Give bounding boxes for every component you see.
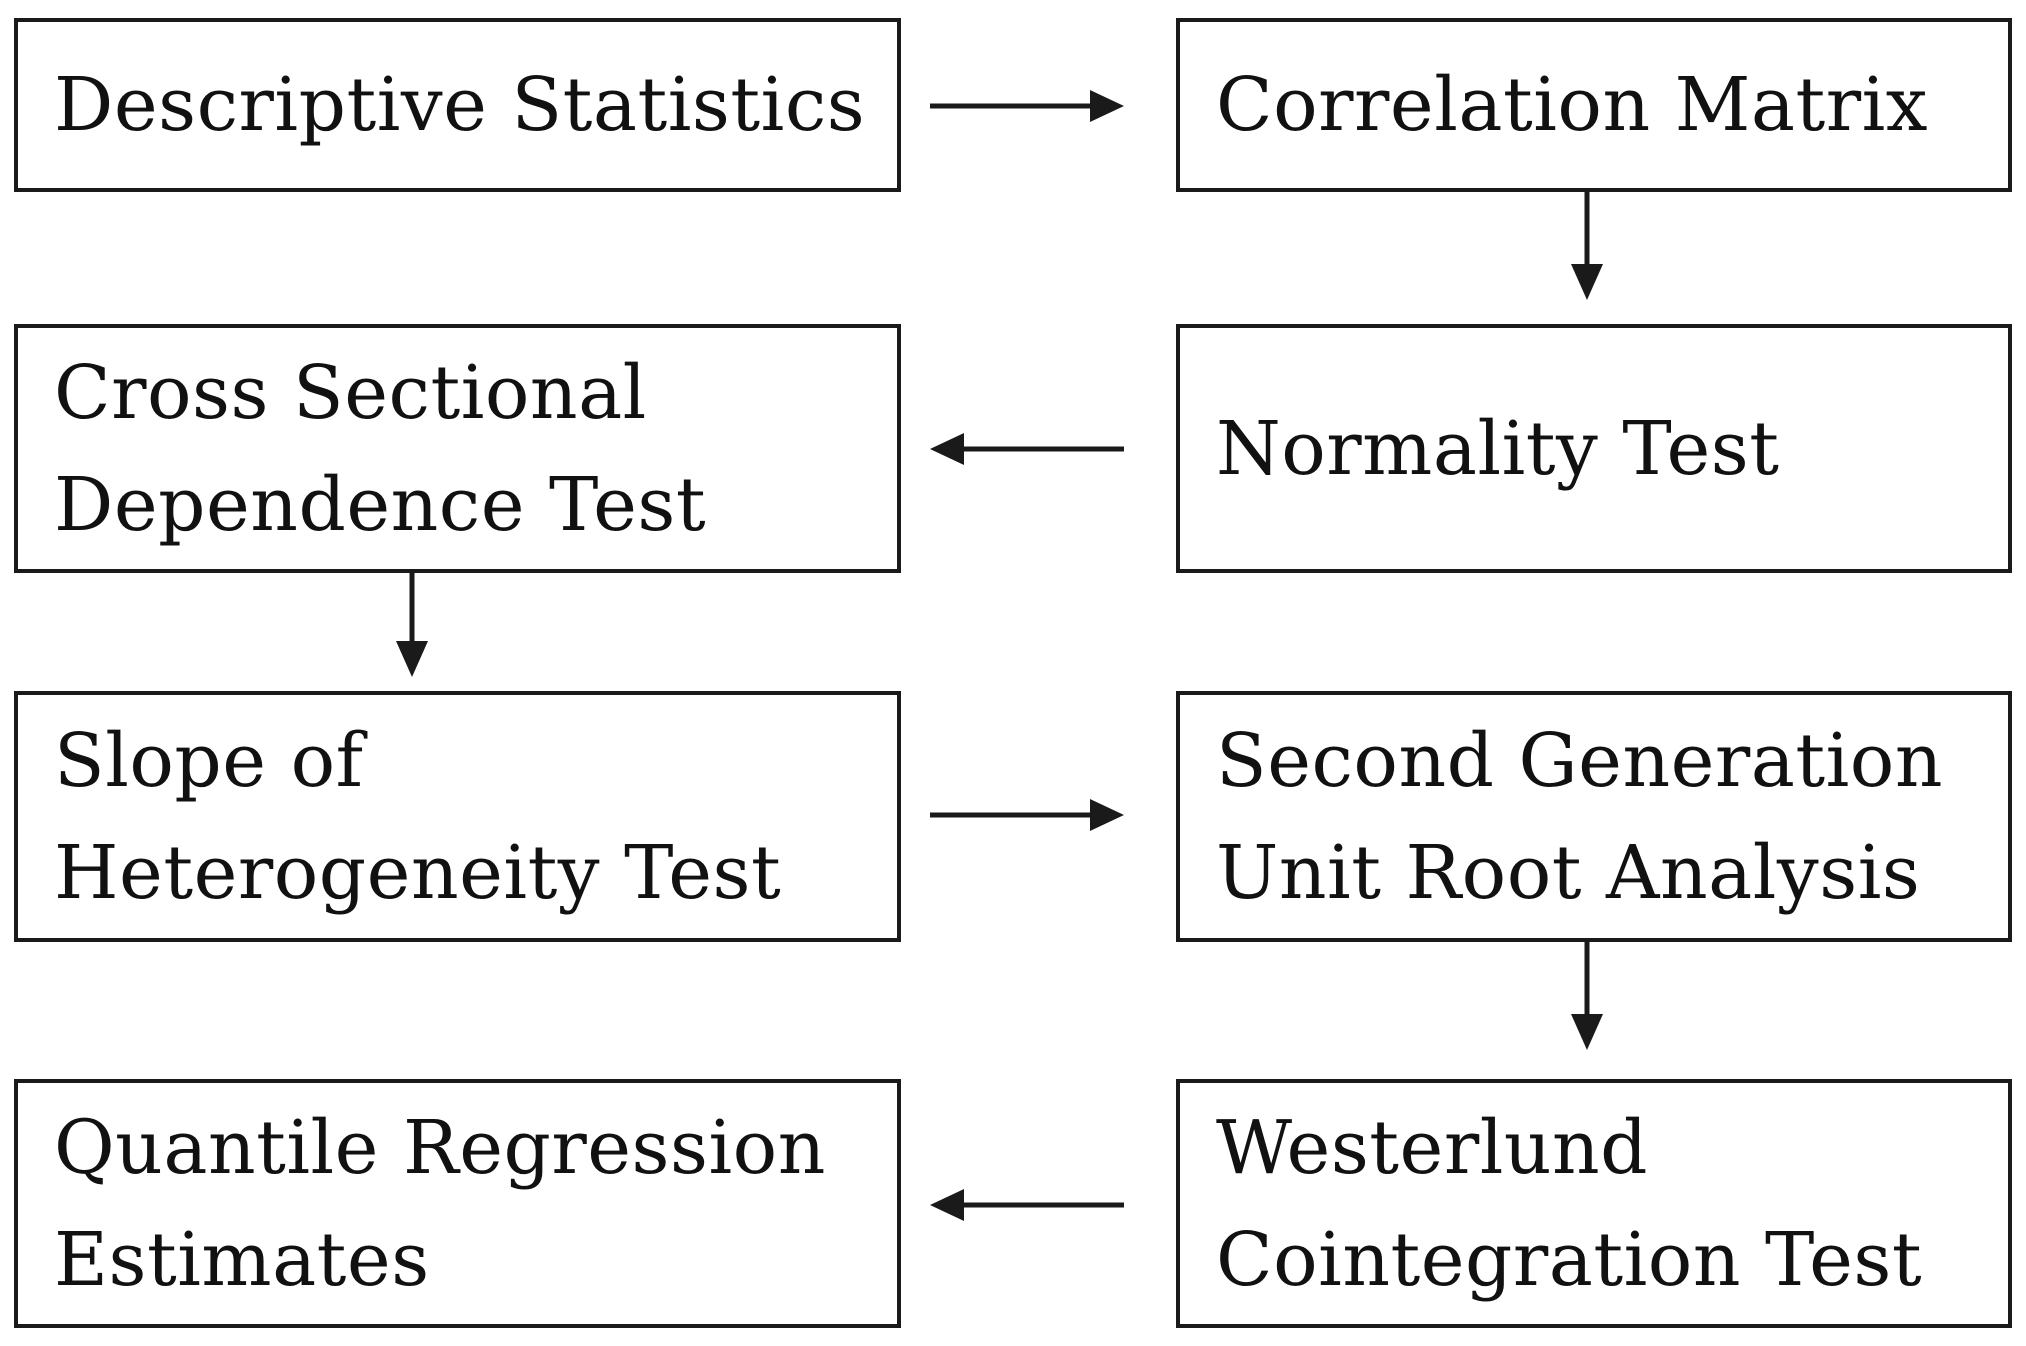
step-correlation-matrix: Correlation Matrix: [1176, 18, 2012, 192]
step-label: Slope of Heterogeneity Test: [54, 717, 782, 916]
step-slope-heterogeneity-test: Slope of Heterogeneity Test: [14, 691, 901, 942]
arrow-right-icon: [930, 90, 1124, 122]
step-westerlund-cointegration-test: Westerlund Cointegration Test: [1176, 1079, 2012, 1328]
step-label: Quantile Regression Estimates: [54, 1104, 826, 1303]
step-label: Correlation Matrix: [1216, 62, 1929, 148]
arrow-left-icon: [930, 1189, 1124, 1221]
step-label: Normality Test: [1216, 405, 1780, 492]
step-label: Cross Sectional Dependence Test: [54, 349, 707, 548]
step-cross-sectional-dependence-test: Cross Sectional Dependence Test: [14, 324, 901, 573]
step-quantile-regression-estimates: Quantile Regression Estimates: [14, 1079, 901, 1328]
arrow-down-icon: [1571, 942, 1603, 1050]
arrow-right-icon: [930, 799, 1124, 831]
step-unit-root-analysis: Second Generation Unit Root Analysis: [1176, 691, 2012, 942]
step-descriptive-statistics: Descriptive Statistics: [14, 18, 901, 192]
step-normality-test: Normality Test: [1176, 324, 2012, 573]
arrow-down-icon: [396, 573, 428, 677]
step-label: Westerlund Cointegration Test: [1216, 1104, 1923, 1303]
arrow-down-icon: [1571, 192, 1603, 300]
step-label: Second Generation Unit Root Analysis: [1216, 717, 1944, 916]
step-label: Descriptive Statistics: [54, 62, 866, 148]
arrow-left-icon: [930, 433, 1124, 465]
